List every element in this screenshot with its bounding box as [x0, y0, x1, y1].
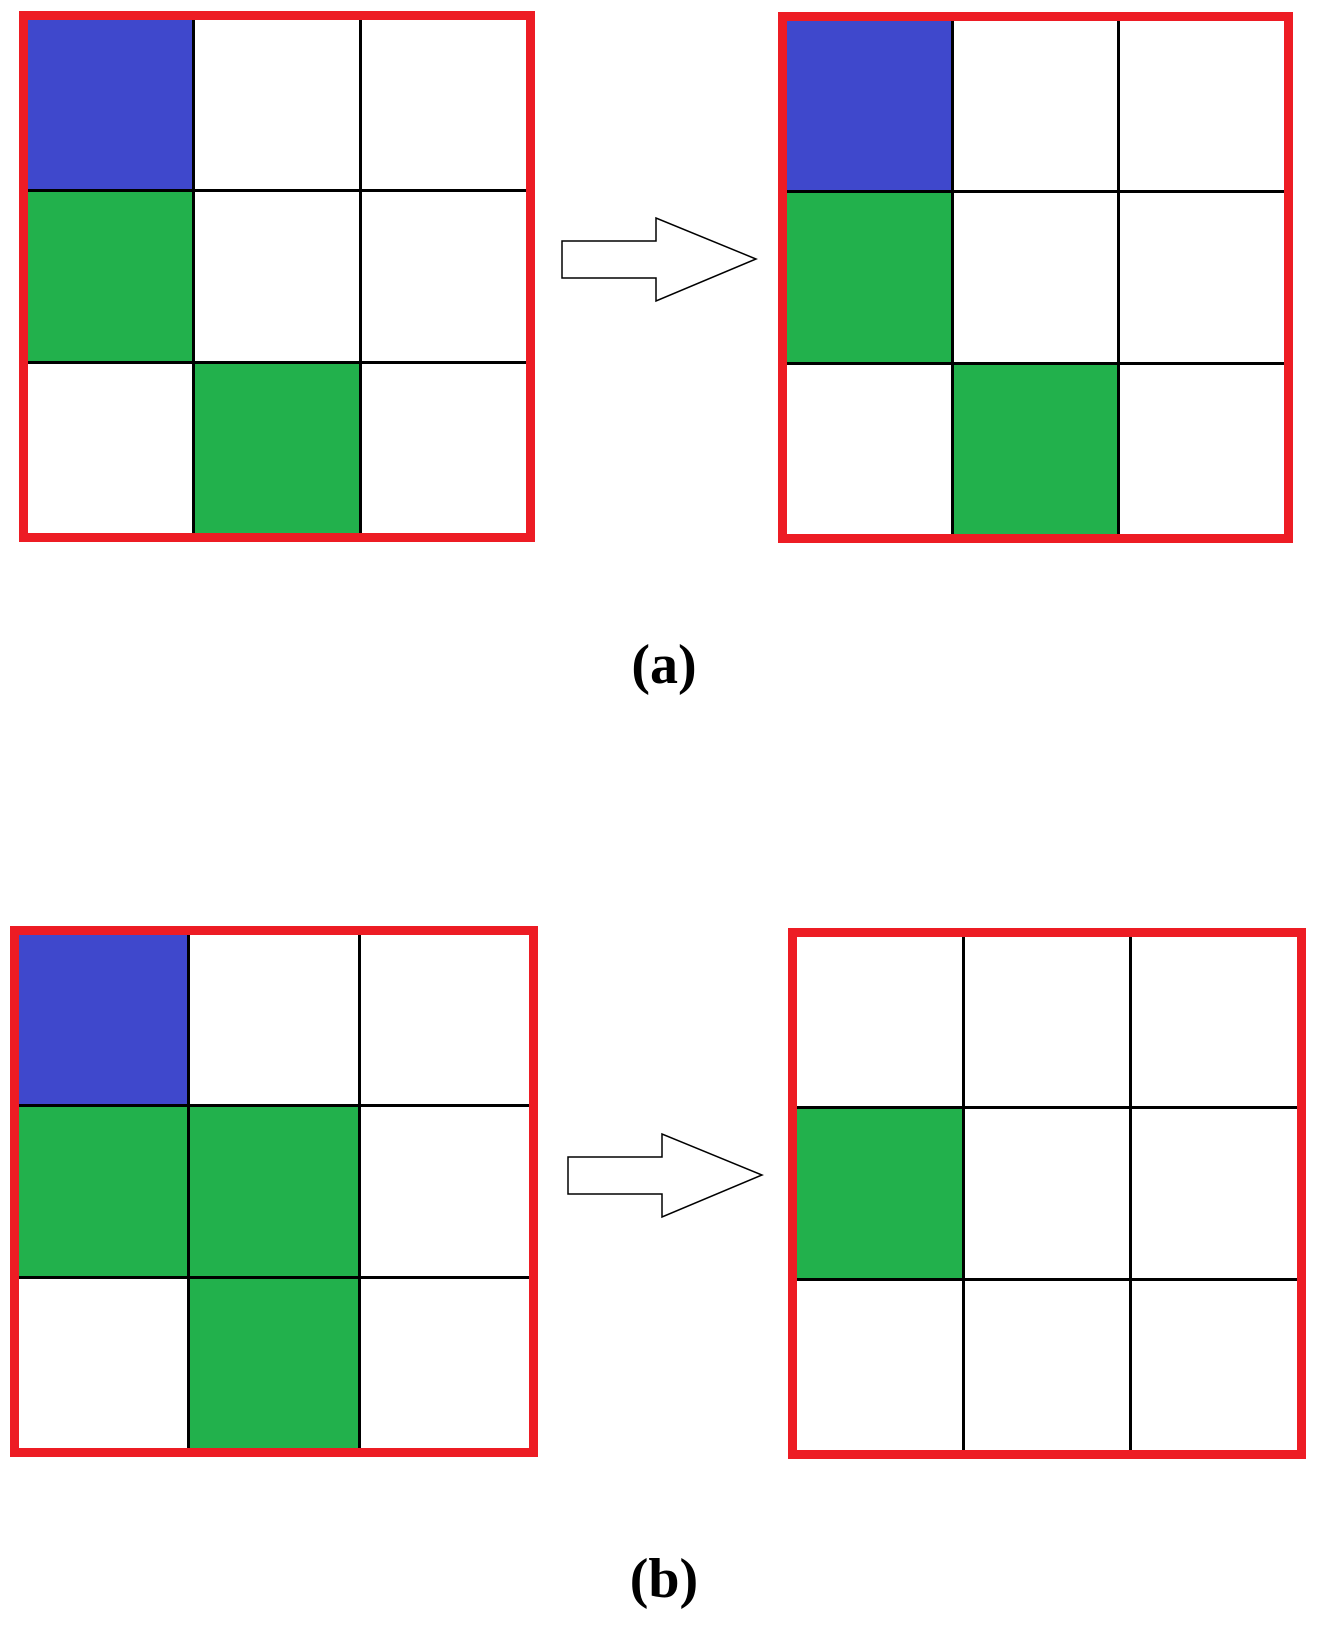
- empty-cell: [361, 1279, 529, 1448]
- empty-cell: [1132, 1109, 1297, 1278]
- green-cell: [28, 192, 192, 361]
- empty-cell: [362, 364, 526, 533]
- empty-cell: [964, 937, 1130, 1106]
- green-cell: [797, 1109, 962, 1278]
- green-cell: [190, 1107, 358, 1276]
- empty-cell: [797, 937, 962, 1106]
- blue-cell: [19, 935, 187, 1104]
- blue-cell: [787, 21, 951, 190]
- right-arrow-icon: [567, 1132, 764, 1219]
- empty-cell: [361, 935, 529, 1104]
- green-cell: [787, 193, 951, 362]
- empty-cell: [362, 20, 526, 189]
- empty-cell: [195, 192, 359, 361]
- empty-cell: [953, 193, 1118, 362]
- empty-cell: [1132, 1281, 1297, 1450]
- green-cell: [953, 365, 1118, 534]
- empty-cell: [361, 1107, 529, 1276]
- right-arrow-icon: [561, 216, 758, 303]
- empty-cell: [190, 935, 358, 1104]
- panel-b-label: (b): [629, 1548, 699, 1610]
- empty-cell: [1132, 937, 1297, 1106]
- panel-a-after-grid: [778, 12, 1293, 543]
- empty-cell: [787, 365, 951, 534]
- empty-cell: [19, 1279, 187, 1448]
- panel-a-before-grid: [19, 11, 535, 542]
- panel-a-label: (a): [631, 634, 697, 696]
- empty-cell: [797, 1281, 962, 1450]
- empty-cell: [362, 192, 526, 361]
- blue-cell: [28, 20, 192, 189]
- green-cell: [19, 1107, 187, 1276]
- panel-b-after-grid: [788, 928, 1306, 1459]
- empty-cell: [953, 21, 1118, 190]
- green-cell: [195, 364, 359, 533]
- panel-b-before-grid: [10, 926, 538, 1457]
- empty-cell: [964, 1109, 1130, 1278]
- green-cell: [190, 1279, 358, 1448]
- empty-cell: [1120, 193, 1284, 362]
- empty-cell: [195, 20, 359, 189]
- empty-cell: [1120, 365, 1284, 534]
- empty-cell: [28, 364, 192, 533]
- empty-cell: [1120, 21, 1284, 190]
- empty-cell: [964, 1281, 1130, 1450]
